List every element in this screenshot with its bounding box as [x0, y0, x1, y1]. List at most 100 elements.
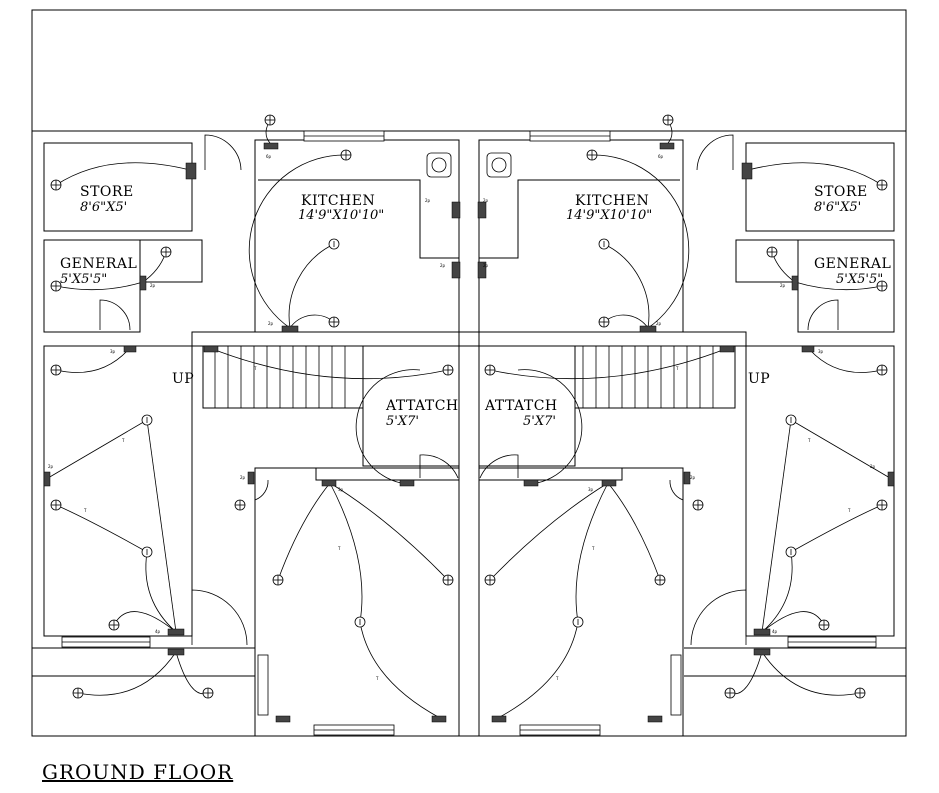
store-room-right: [745, 142, 895, 232]
annotation: 4p: [772, 629, 778, 634]
drawing-room-left: [254, 467, 460, 737]
annotation: 2p: [483, 263, 489, 268]
doors: [99, 134, 839, 646]
room-size: 5'X7': [386, 414, 419, 429]
annotation: 2p: [690, 475, 696, 480]
switch-board: [801, 345, 815, 353]
room-name: GENERAL: [814, 256, 891, 272]
kitchen-sink-right: [486, 152, 512, 178]
room-name: KITCHEN: [575, 193, 649, 209]
room-name: STORE: [814, 184, 868, 200]
switch-board: [167, 628, 185, 636]
kitchen-counter-right: [479, 179, 680, 259]
switch-board: [431, 715, 447, 723]
bedroom-right: [745, 345, 895, 637]
outer-boundary: [31, 9, 907, 737]
annotation: T: [121, 438, 125, 443]
stair-up-label: UP: [172, 371, 194, 387]
annotation: 2p: [440, 263, 446, 268]
annotation: 2p: [870, 464, 876, 469]
switch-board: [247, 471, 255, 485]
switch-board: [185, 162, 197, 180]
switch-board: [791, 275, 799, 291]
switch-board: [753, 628, 771, 636]
room-size: 14'9"X10'10": [566, 208, 652, 223]
switch-board: [639, 325, 657, 333]
switch-board: [167, 648, 185, 656]
annotation: 3p: [818, 349, 824, 354]
lintel-left: [315, 467, 460, 481]
bedroom-left: [43, 345, 193, 637]
general-closet-right: [735, 239, 799, 283]
annotation: 2p: [483, 198, 489, 203]
switch-board: [683, 471, 691, 485]
annotation: T: [847, 508, 851, 513]
room-size: 5'X7': [523, 414, 556, 429]
general-closet-left: [139, 239, 203, 283]
room-size: 14'9"X10'10": [298, 208, 384, 223]
room-name: KITCHEN: [301, 193, 375, 209]
room-name: ATTATCH: [385, 398, 459, 414]
drawing-title: GROUND FLOOR: [42, 760, 234, 784]
annotation: T: [337, 546, 341, 551]
annotation: T: [675, 366, 679, 371]
switch-board: [659, 142, 675, 150]
room-labels: STORE 8'6"X5' STORE 8'6"X5' GENERAL 5'X5…: [60, 184, 891, 429]
lintel-right: [478, 467, 623, 481]
switch-board: [263, 142, 279, 150]
switch-board: [281, 325, 299, 333]
switch-board: [139, 275, 147, 291]
switch-board: [123, 345, 137, 353]
room-name: GENERAL: [60, 256, 137, 272]
annotation: 2p: [780, 283, 786, 288]
kitchen-sink-left: [426, 152, 452, 178]
switch-board: [647, 715, 663, 723]
switch-board: [477, 261, 487, 279]
switch-board: [477, 201, 487, 219]
attach-right: [478, 345, 576, 467]
annotation: T: [83, 508, 87, 513]
annotation: 2p: [150, 283, 156, 288]
switch-boards: [43, 142, 895, 723]
switch-board: [741, 162, 753, 180]
switch-board: [523, 479, 539, 487]
store-room-left: [43, 142, 193, 232]
switch-board: [275, 715, 291, 723]
annotation: T: [555, 676, 559, 681]
kitchen-counter-left: [258, 179, 459, 259]
attach-left: [362, 345, 460, 467]
switch-board: [399, 479, 415, 487]
annotation: 3p: [588, 487, 594, 492]
stair-left: [202, 345, 364, 409]
switch-board: [451, 261, 461, 279]
annotation: 2p: [240, 475, 246, 480]
switch-board: [321, 479, 337, 487]
annotation: 2p: [425, 198, 431, 203]
annotation: 3p: [338, 487, 344, 492]
annotation: 6p: [658, 154, 664, 159]
switch-board: [491, 715, 507, 723]
annotation: 2p: [48, 464, 54, 469]
light-points: [50, 114, 888, 699]
annotation: T: [807, 438, 811, 443]
stair-right: [574, 345, 736, 409]
room-size: 5'X5'5": [836, 272, 883, 287]
room-size: 8'6"X5': [80, 200, 127, 215]
wiring: [47, 119, 891, 719]
switch-board: [719, 345, 735, 353]
annotation: T: [253, 366, 257, 371]
annotation: T: [375, 676, 379, 681]
switch-board: [601, 479, 617, 487]
windows: [61, 130, 877, 736]
stair-up-label: UP: [748, 371, 770, 387]
switch-board: [43, 471, 51, 487]
switch-board: [203, 345, 219, 353]
switch-board: [887, 471, 895, 487]
annotation: 3p: [110, 349, 116, 354]
room-name: ATTATCH: [484, 398, 558, 414]
small-annotations: 6p 6p 2p 2p 2p 2p 2p 2p 2p 2p 3p 3p 3p 3…: [48, 154, 876, 681]
drawing-room-right: [478, 467, 684, 737]
annotation: 2p: [268, 321, 274, 326]
annotation: 4p: [155, 629, 161, 634]
